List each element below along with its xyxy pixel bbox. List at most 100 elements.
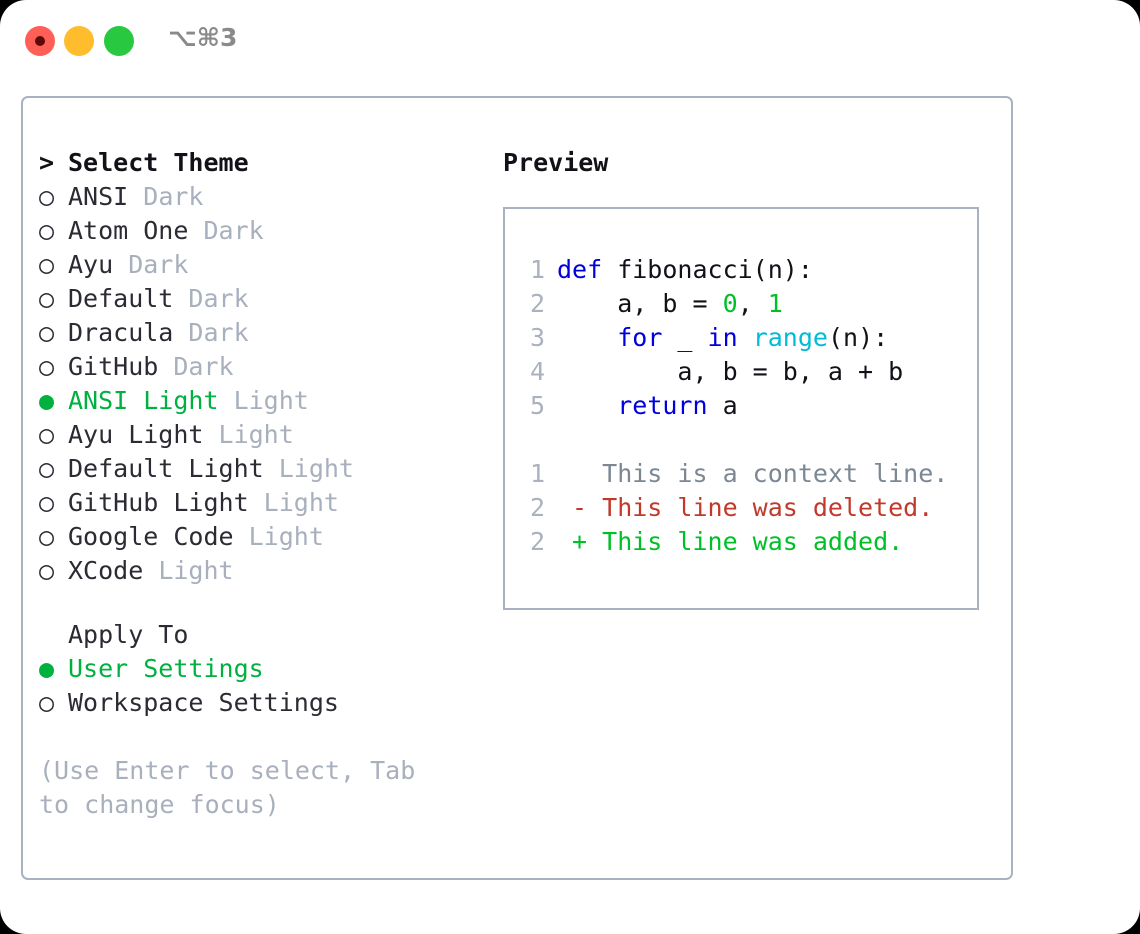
prompt-caret-icon: > [39, 148, 55, 177]
theme-variant-tag: Dark [158, 352, 234, 381]
code-token: (n): [827, 323, 889, 352]
code-token: range [752, 323, 828, 352]
theme-variant-tag: Light [263, 454, 354, 483]
apply-to-option[interactable]: ● User Settings [39, 652, 479, 686]
diff-line-text: This is a context line. [557, 459, 949, 488]
line-number: 1 [529, 459, 545, 488]
radio-unselected-icon: ○ [39, 488, 55, 517]
diff-line-text: + This line was added. [557, 527, 904, 556]
code-token: 0 [722, 289, 738, 318]
keyboard-hint-text: (Use Enter to select, Tab to change focu… [39, 756, 416, 819]
line-number: 2 [529, 493, 545, 522]
theme-name-label: Default Light [68, 454, 264, 483]
theme-list-item[interactable]: ○ XCode Light [39, 554, 479, 588]
theme-variant-tag: Dark [173, 284, 249, 313]
theme-name-label: XCode [68, 556, 144, 585]
code-token: return [617, 391, 708, 420]
apply-to-option[interactable]: ○ Workspace Settings [39, 686, 479, 720]
theme-list-item[interactable]: ○Default Dark [39, 282, 479, 316]
code-diff-spacer [505, 423, 977, 457]
theme-name-label: Google Code [68, 522, 234, 551]
theme-variant-tag: Light [143, 556, 234, 585]
minimize-button[interactable] [64, 26, 94, 56]
diff-line: 1 This is a context line. [505, 457, 977, 491]
code-line: 1 def fibonacci(n): [505, 253, 977, 287]
theme-name-label: ANSI [68, 182, 129, 211]
theme-list-item[interactable]: ○ Google Code Light [39, 520, 479, 554]
code-token: 1 [767, 289, 783, 318]
diff-line: 2 + This line was added. [505, 525, 977, 559]
theme-list: ○ANSI Dark○Atom One Dark○Ayu Dark○Defaul… [39, 180, 479, 588]
code-token [738, 323, 753, 352]
theme-variant-tag: Light [203, 420, 294, 449]
apply-to-option-label: User Settings [68, 654, 264, 683]
radio-unselected-icon: ○ [39, 250, 55, 279]
theme-list-item[interactable]: ○ Default Light Light [39, 452, 479, 486]
code-token: fibonacci(n): [602, 255, 813, 284]
code-token [557, 391, 617, 420]
radio-selected-icon: ● [39, 386, 55, 415]
theme-variant-tag: Dark [188, 216, 264, 245]
code-token: a [707, 391, 738, 420]
radio-unselected-icon: ○ [39, 454, 55, 483]
radio-unselected-icon: ○ [39, 352, 55, 381]
radio-unselected-icon: ○ [39, 318, 55, 347]
theme-list-item[interactable]: ○ Atom One Dark [39, 214, 479, 248]
theme-list-item[interactable]: ○GitHub Dark [39, 350, 479, 384]
close-button[interactable] [25, 26, 55, 56]
title-bar: ⌥⌘3 [0, 0, 1140, 76]
code-token: , [737, 289, 768, 318]
theme-name-label: Atom One [68, 216, 189, 245]
line-number: 1 [529, 255, 545, 284]
theme-list-item[interactable]: ●ANSI Light Light [39, 384, 479, 418]
main-panel: > Select Theme ○ ANSI Dark ○ Atom One Dark ○ A… [21, 96, 1013, 880]
diff-line-text: - This line was deleted. [557, 493, 934, 522]
code-token: _ [662, 323, 708, 352]
theme-name-label: Ayu [68, 250, 114, 279]
radio-unselected-icon: ○ [39, 688, 55, 717]
apply-to-option-label: Workspace Settings [68, 688, 339, 717]
radio-unselected-icon: ○ [39, 182, 55, 211]
line-number: 5 [529, 391, 545, 420]
code-line: 3 for _ in range(n): [505, 321, 977, 355]
code-token: in [707, 323, 738, 352]
select-theme-header: > Select Theme [39, 146, 479, 180]
theme-name-label: ANSI Light [68, 386, 219, 415]
apply-to-header: Apply To [68, 620, 189, 649]
line-number: 2 [529, 289, 545, 318]
select-theme-header-label: Select Theme [68, 148, 249, 177]
radio-unselected-icon: ○ [39, 420, 55, 449]
radio-unselected-icon: ○ [39, 284, 55, 313]
theme-list-item[interactable]: ○ ANSI Dark [39, 180, 479, 214]
theme-selection-column: > Select Theme ○ ANSI Dark ○ Atom One Dark ○ A… [39, 146, 479, 822]
line-number: 4 [529, 357, 545, 386]
apply-to-list: ● User Settings ○ Workspace Settings [39, 652, 479, 720]
theme-list-item[interactable]: ○ GitHub Light Light [39, 486, 479, 520]
code-token: for [617, 323, 663, 352]
code-line: 2 a, b = 0, 1 [505, 287, 977, 321]
radio-unselected-icon: ○ [39, 522, 55, 551]
theme-variant-tag: Dark [173, 318, 249, 347]
radio-selected-icon: ● [39, 654, 55, 683]
line-number: 3 [529, 323, 545, 352]
theme-variant-tag: Light [248, 488, 339, 517]
code-line: 5 return a [505, 389, 977, 423]
code-token: def [557, 255, 603, 284]
theme-variant-tag: Dark [128, 182, 204, 211]
radio-unselected-icon: ○ [39, 556, 55, 585]
theme-list-item[interactable]: ○Dracula Dark [39, 316, 479, 350]
theme-list-item[interactable]: ○ Ayu Light Light [39, 418, 479, 452]
theme-name-label: Ayu Light [68, 420, 204, 449]
theme-variant-tag: Dark [113, 250, 189, 279]
maximize-button[interactable] [104, 26, 134, 56]
keyboard-shortcut-label: ⌥⌘3 [168, 23, 238, 52]
theme-list-item[interactable]: ○ Ayu Dark [39, 248, 479, 282]
theme-variant-tag: Light [233, 522, 324, 551]
radio-unselected-icon: ○ [39, 216, 55, 245]
diff-line: 2 - This line was deleted. [505, 491, 977, 525]
line-number: 2 [529, 527, 545, 556]
theme-name-label: GitHub Light [68, 488, 249, 517]
code-token [557, 323, 617, 352]
